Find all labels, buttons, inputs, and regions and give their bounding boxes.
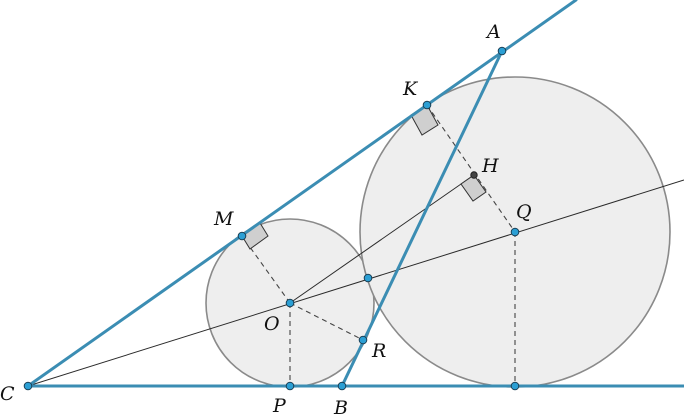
- dashed-perpendiculars: [241, 104, 516, 386]
- point-c: [23, 381, 33, 391]
- point-q: [510, 227, 520, 237]
- right-angle-marker-h: [460, 174, 487, 202]
- label-o: O: [264, 313, 280, 335]
- label-m: M: [213, 208, 234, 230]
- triangle-sides: [26, 0, 684, 388]
- line-c-a: [26, 0, 578, 388]
- point-m: [237, 231, 247, 241]
- segment-a-b: [340, 49, 504, 388]
- point-h: [470, 171, 478, 179]
- point-o: [285, 298, 295, 308]
- point-b: [337, 381, 347, 391]
- label-b: B: [333, 397, 348, 417]
- point-q-foot: [510, 381, 520, 391]
- line-c-through-o-q: [27, 179, 684, 387]
- label-q: Q: [516, 201, 532, 223]
- label-c: C: [0, 383, 15, 405]
- segment-k-q: [426, 104, 516, 233]
- segment-o-r: [289, 302, 364, 341]
- point-k: [422, 100, 432, 110]
- label-a: A: [485, 21, 501, 43]
- point-p: [285, 381, 295, 391]
- segment-o-h: [289, 174, 475, 304]
- point-a: [497, 46, 507, 56]
- label-k: K: [402, 78, 419, 100]
- label-r: R: [371, 340, 386, 362]
- points: [23, 46, 520, 391]
- point-intersection: [363, 273, 373, 283]
- point-r: [358, 335, 368, 345]
- label-h: H: [481, 155, 499, 177]
- segment-o-m: [241, 235, 291, 304]
- label-p: P: [272, 395, 287, 417]
